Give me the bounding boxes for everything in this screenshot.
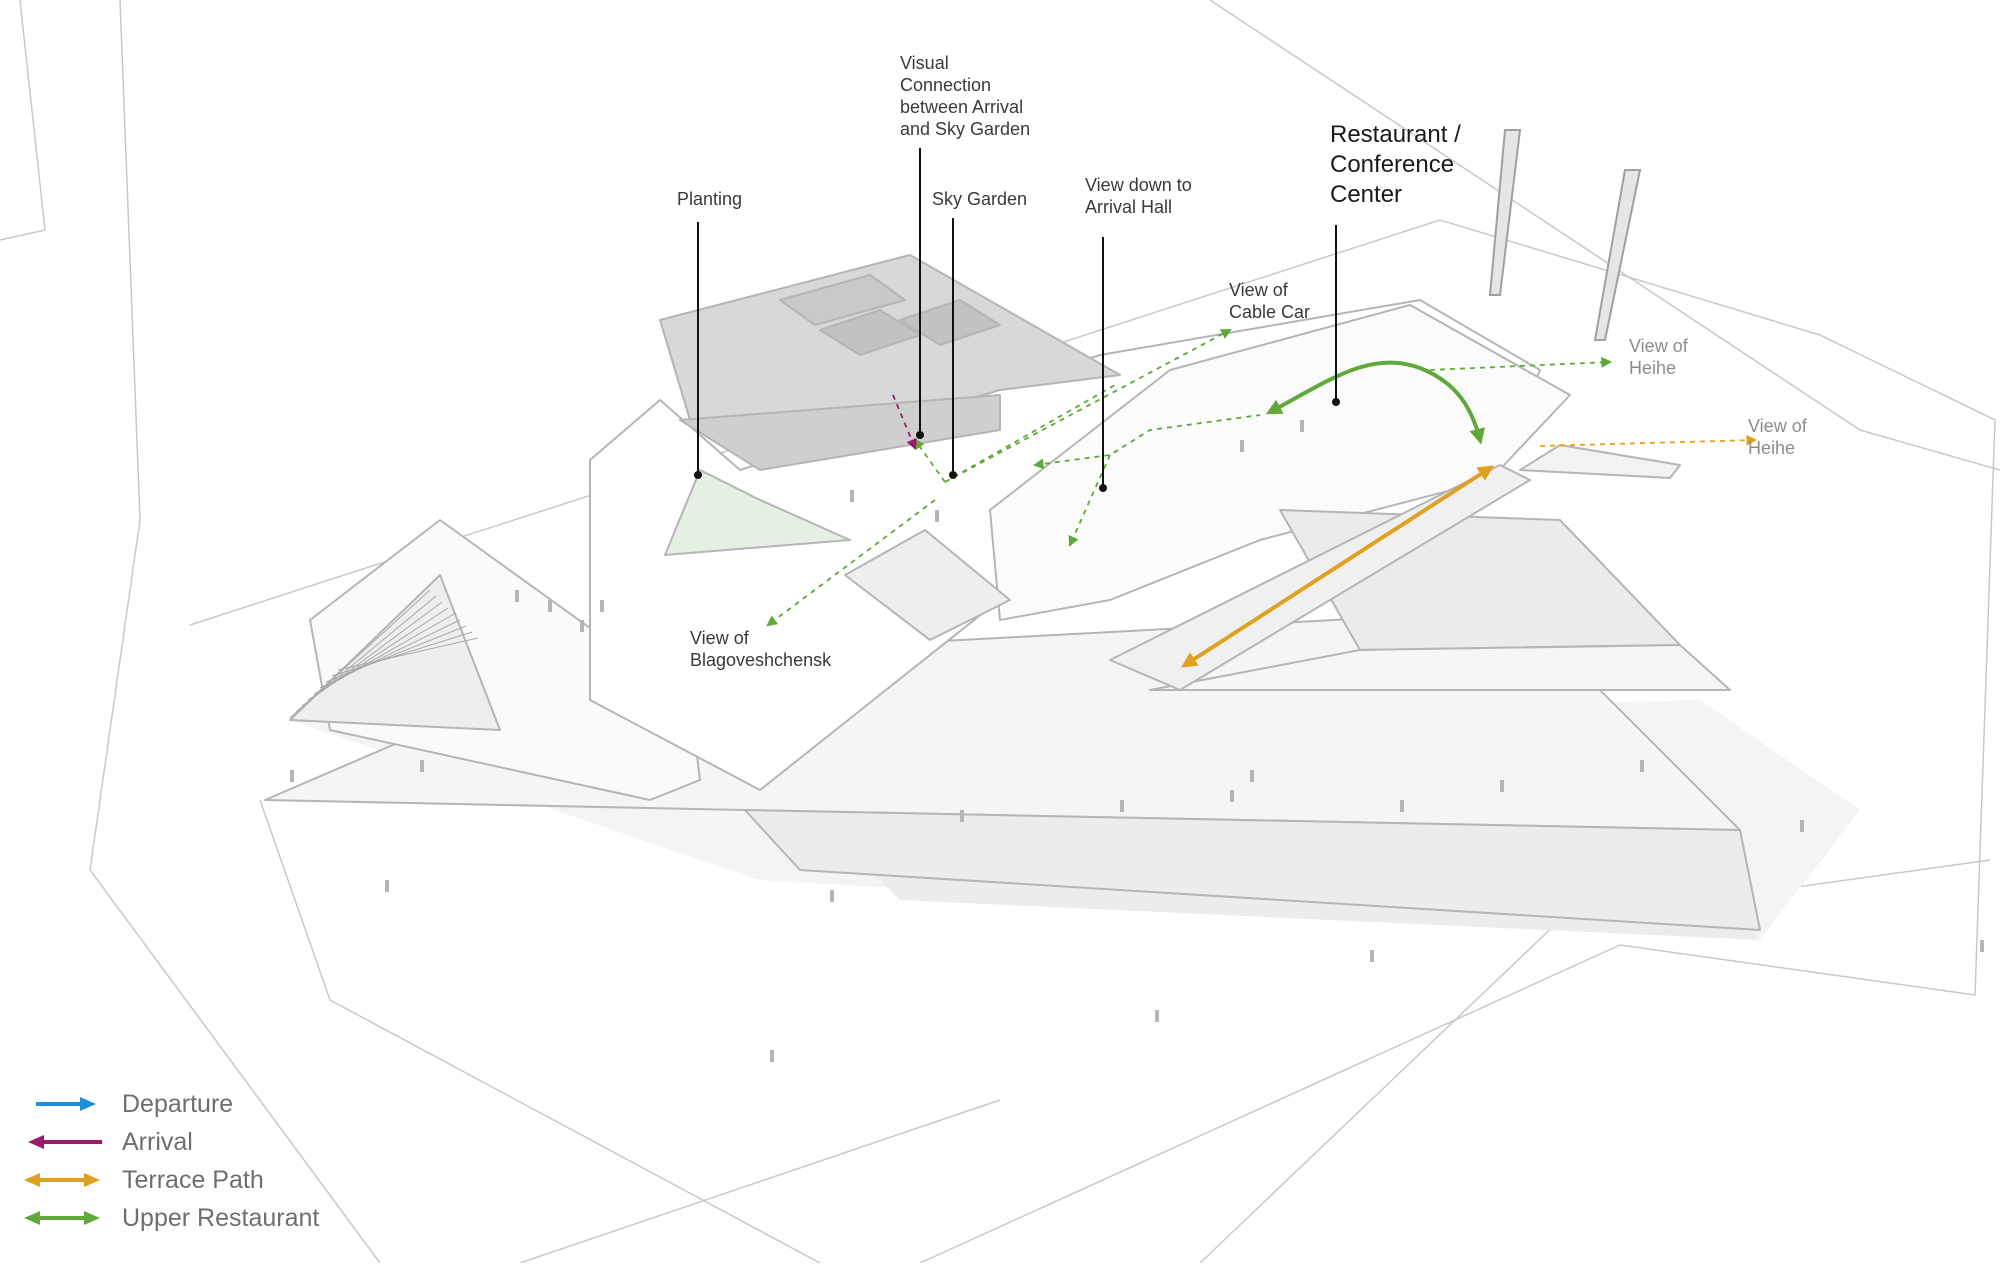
label-view-blagoveshchensk: View of Blagoveshchensk	[690, 628, 832, 670]
people	[290, 420, 1984, 1062]
terrace-path	[1180, 465, 1495, 668]
leader-lines	[697, 148, 1337, 488]
label-visual-connection: Visual Connection between Arrival and Sk…	[900, 53, 1031, 139]
label-planting: Planting	[677, 189, 743, 209]
legend-label: Arrival	[122, 1128, 193, 1156]
building	[264, 254, 1761, 931]
label-sky-garden: Sky Garden	[932, 189, 1028, 209]
view-lines	[766, 328, 1758, 627]
terrace-path-arrow-icon	[24, 1173, 100, 1187]
label-view-heihe-2: View of Heihe	[1748, 416, 1807, 458]
upper-restaurant-path	[1265, 360, 1486, 445]
label-view-heihe-1: View of Heihe	[1629, 336, 1688, 378]
label-view-down: View down to Arrival Hall	[1085, 175, 1192, 217]
legend-label: Terrace Path	[122, 1166, 264, 1194]
legend-label: Upper Restaurant	[122, 1204, 320, 1232]
legend-label: Departure	[122, 1090, 234, 1118]
leader-dots	[694, 398, 1340, 492]
upper-restaurant-arrow-icon	[24, 1211, 100, 1225]
label-restaurant: Restaurant / Conference Center	[1330, 121, 1461, 208]
label-view-cable-car: View of Cable Car	[1229, 280, 1311, 322]
arrival-arrow-icon	[28, 1135, 102, 1149]
departure-arrow-icon	[36, 1097, 96, 1111]
cable-car-towers	[1488, 129, 1642, 341]
